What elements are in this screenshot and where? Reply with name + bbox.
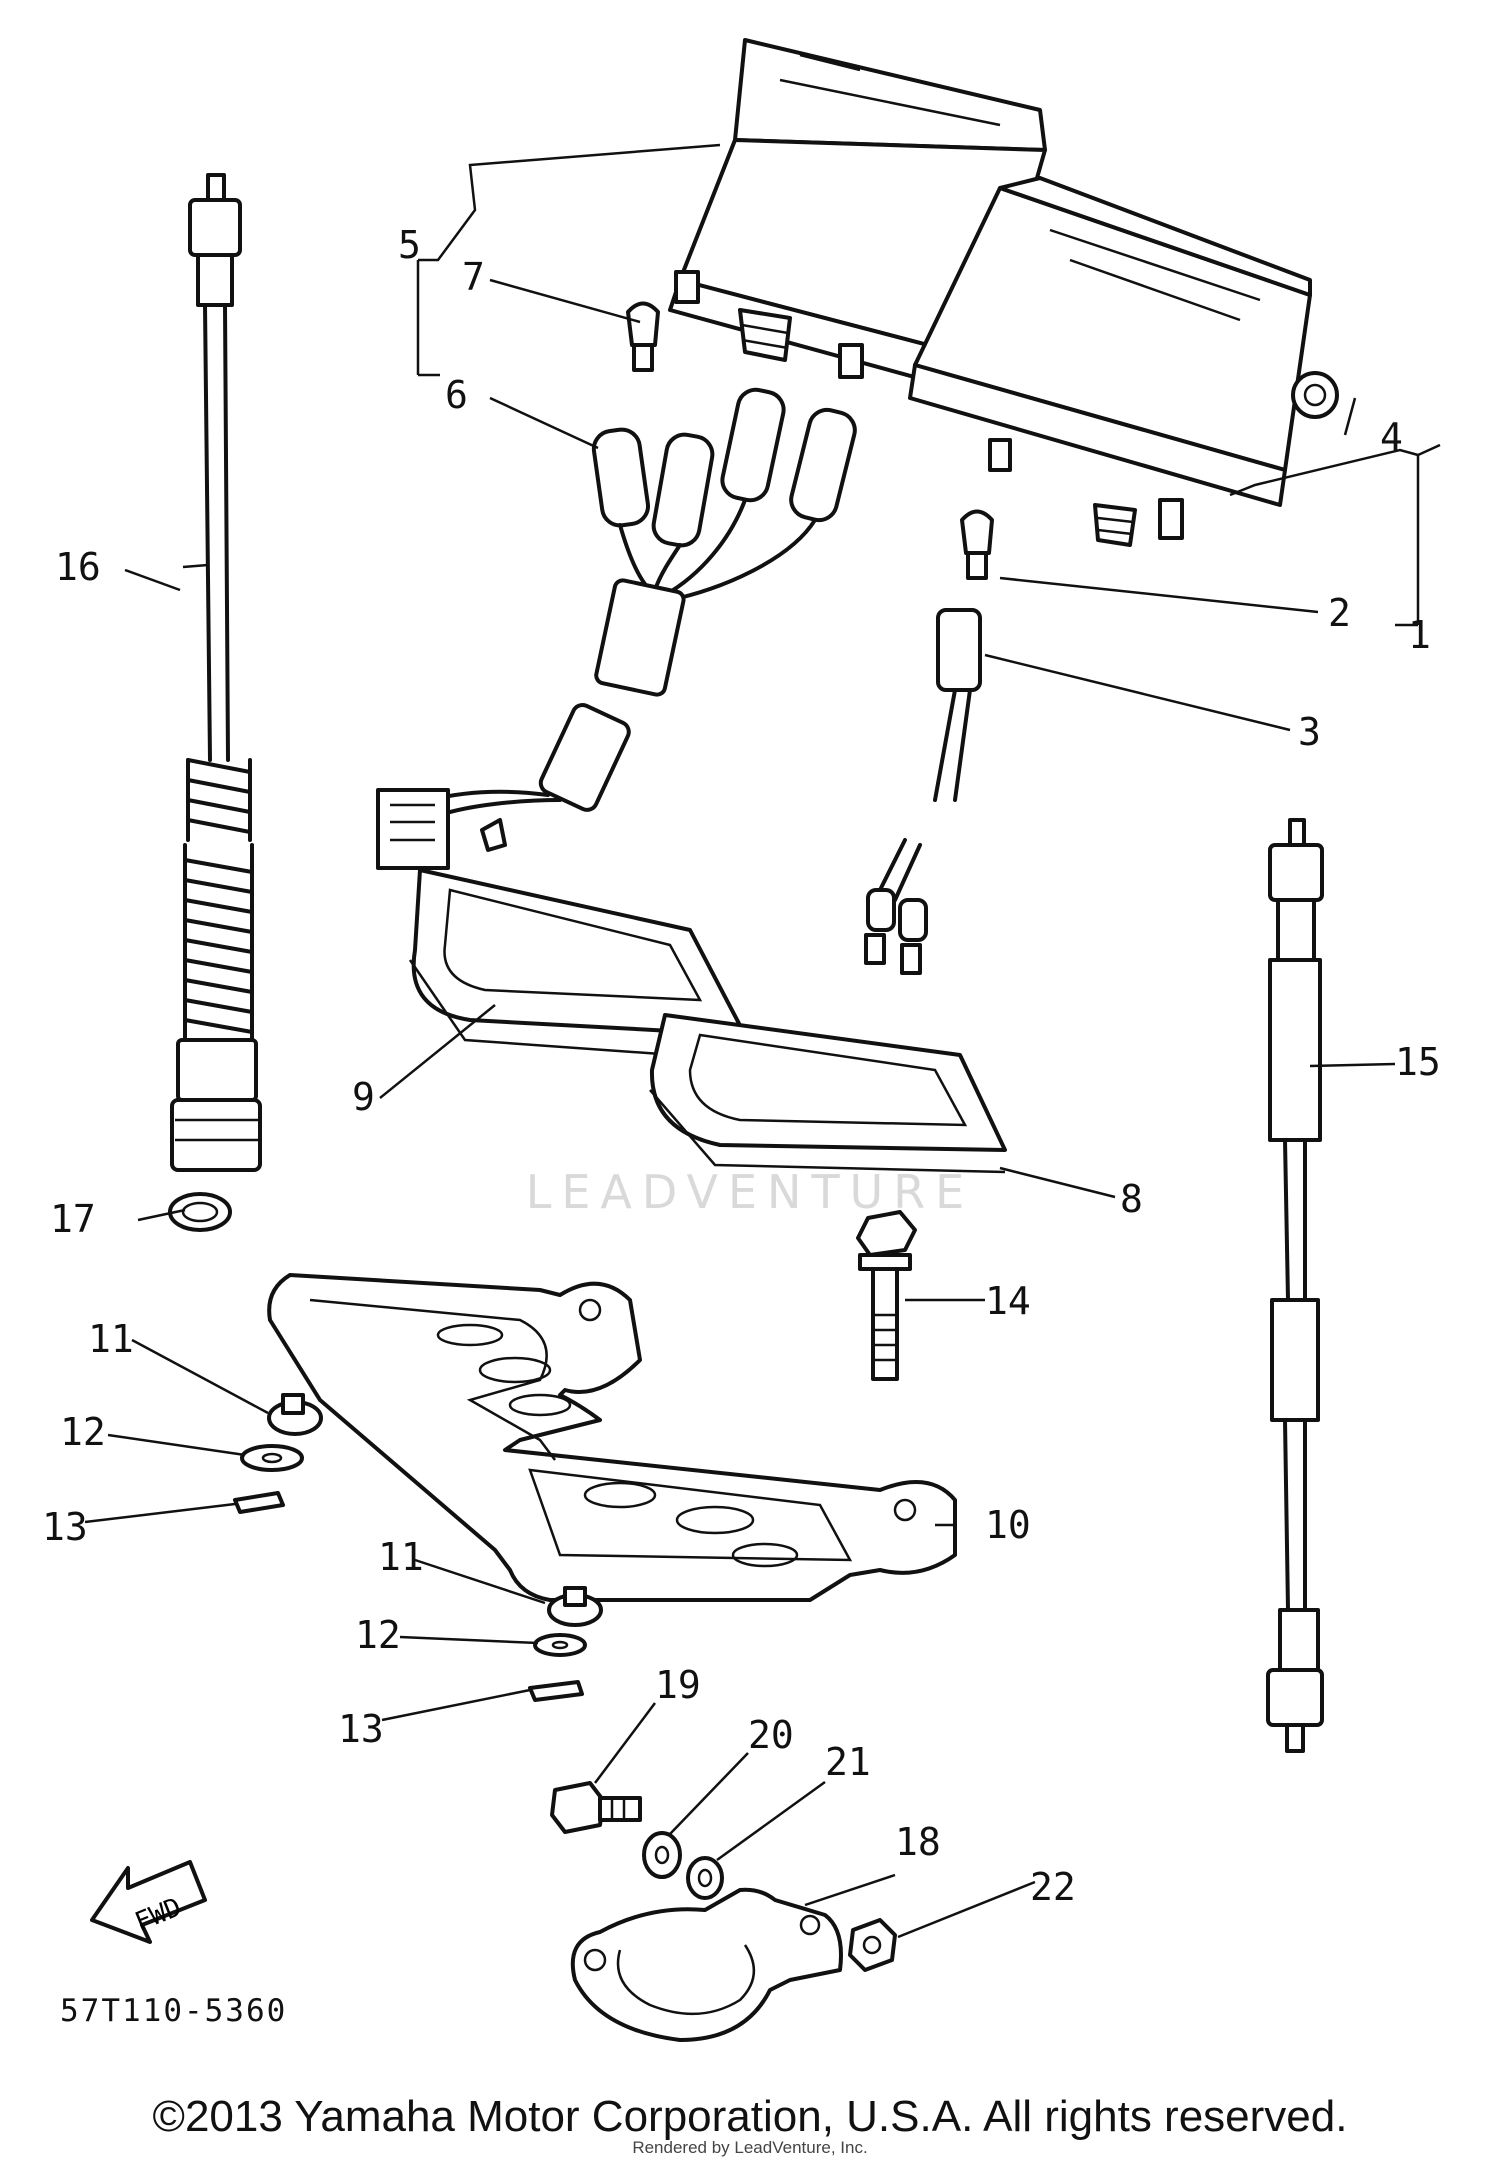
- callout-13b: 13: [338, 1707, 384, 1751]
- callout-14: 14: [985, 1279, 1031, 1323]
- callout-9: 9: [352, 1075, 375, 1119]
- clamp-18: [570, 1887, 843, 2042]
- cable-15: [1266, 818, 1324, 1753]
- socket-cord-3: [864, 608, 982, 975]
- callout-6: 6: [445, 373, 468, 417]
- copyright-notice: ©2013 Yamaha Motor Corporation, U.S.A. A…: [152, 2092, 1348, 2141]
- callout-16: 16: [55, 545, 101, 589]
- callout-12b: 12: [355, 1613, 401, 1657]
- callout-15: 15: [1395, 1040, 1441, 1084]
- callout-10: 10: [985, 1503, 1031, 1547]
- washer-21: [686, 1856, 724, 1900]
- clip-13-b: [528, 1680, 584, 1702]
- callout-19: 19: [655, 1663, 701, 1707]
- callout-11b: 11: [378, 1535, 424, 1579]
- rendered-by-note: Rendered by LeadVenture, Inc.: [632, 2138, 868, 2157]
- grommet-11-b: [547, 1586, 603, 1627]
- callout-17: 17: [50, 1197, 96, 1241]
- washer-20: [642, 1831, 682, 1879]
- spring-sleeve: [183, 758, 254, 1042]
- group-brackets: [416, 143, 1441, 627]
- callout-2: 2: [1328, 591, 1351, 635]
- meter-assembly-right: [908, 176, 1339, 547]
- bulb-7: [626, 301, 660, 372]
- callout-21: 21: [825, 1740, 871, 1784]
- callout-11a: 11: [88, 1317, 134, 1361]
- callout-13a: 13: [42, 1505, 88, 1549]
- callout-numbers: 1 2 3 4 5 6 7 8 9 10 11 12 13 11 12 13 1…: [42, 223, 1441, 1909]
- callout-20: 20: [748, 1713, 794, 1757]
- callout-8: 8: [1120, 1177, 1143, 1221]
- callout-12a: 12: [60, 1410, 106, 1454]
- clip-13-a: [233, 1491, 285, 1514]
- washer-17: [168, 1192, 232, 1232]
- bulb-2: [960, 509, 994, 580]
- cable-16: [170, 173, 262, 1172]
- callout-7: 7: [462, 255, 485, 299]
- bolt-14: [856, 1210, 917, 1381]
- wire-harness-6: [376, 387, 857, 870]
- bolt-19: [550, 1781, 642, 1834]
- callout-3: 3: [1298, 710, 1321, 754]
- callout-5: 5: [398, 223, 421, 267]
- cushion-8: [649, 1013, 1007, 1174]
- watermark: LEADVENTURE: [525, 1165, 975, 1219]
- bracket-10: [267, 1273, 957, 1602]
- trip-knob-icon: [1291, 371, 1339, 419]
- callout-18: 18: [895, 1820, 941, 1864]
- callout-22: 22: [1030, 1865, 1076, 1909]
- leader-lines: [84, 278, 1396, 1939]
- cushion-9: [408, 868, 747, 1062]
- fwd-arrow-icon: FWD: [90, 1860, 207, 1944]
- callout-4: 4: [1380, 415, 1403, 459]
- callout-1: 1: [1408, 613, 1431, 657]
- grommet-11-a: [267, 1393, 323, 1436]
- nut-22: [848, 1918, 897, 1972]
- washer-12-a: [240, 1444, 304, 1472]
- part-code: 57T110-5360: [60, 1993, 288, 2029]
- washer-12-b: [533, 1633, 587, 1657]
